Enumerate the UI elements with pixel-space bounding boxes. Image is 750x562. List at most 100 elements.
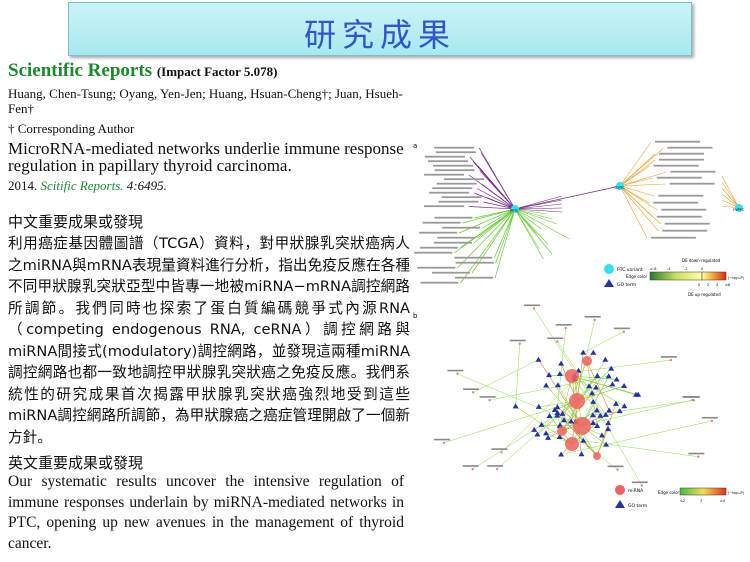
edge-a — [454, 208, 516, 254]
go-term-node — [613, 376, 620, 382]
edge-a — [458, 208, 516, 234]
edge-a — [619, 177, 653, 187]
edge-a — [619, 185, 661, 225]
term-label-bar — [659, 152, 705, 155]
mirna-node — [697, 455, 700, 458]
mirna-label-bar — [479, 396, 496, 398]
edge-a — [514, 208, 570, 240]
mirna-label-bar — [487, 465, 504, 467]
term-label-bar — [438, 200, 479, 203]
term-label-bar — [431, 271, 470, 274]
edge-a — [481, 183, 516, 210]
legend-mirna: miRNA — [628, 488, 644, 494]
edge-b — [443, 385, 625, 444]
term-label-bar — [417, 266, 456, 269]
edge-b — [472, 424, 542, 470]
legend-down-title: DE down-regulated — [682, 258, 721, 263]
edge-a — [619, 185, 648, 239]
mirna-hub — [557, 426, 567, 436]
go-term-node — [594, 423, 601, 429]
legend-b-gradient — [679, 487, 727, 496]
edge-a — [721, 175, 740, 209]
legend-b-go-term: GO term — [628, 503, 647, 509]
term-label-bar — [434, 146, 475, 149]
go-term-node — [613, 400, 620, 406]
legend-tick-top: 0 — [701, 267, 703, 271]
mirna-label-bar — [660, 356, 677, 358]
legend-tick-bottom: 2 — [707, 283, 709, 287]
mirna-node — [692, 399, 696, 402]
go-term-node — [551, 406, 558, 412]
go-term-node — [616, 408, 623, 414]
go-term-node — [554, 409, 561, 415]
legend-tick-bottom: 0 — [698, 283, 700, 287]
citation-journal: Scitific Reports. — [40, 178, 124, 193]
term-label-bar — [424, 155, 465, 158]
edge-a — [514, 208, 547, 215]
mirna-node — [622, 330, 626, 333]
edge-a — [473, 208, 516, 244]
edge-b — [561, 420, 712, 455]
edge-a — [514, 208, 553, 255]
edge-b — [545, 385, 583, 427]
term-label-bar — [443, 178, 484, 181]
edge-a — [494, 208, 516, 279]
mirna-hub — [593, 452, 601, 460]
edge-b — [501, 378, 575, 453]
panel-a-label: a — [413, 142, 417, 150]
term-label-bar — [655, 140, 701, 143]
edge-b — [571, 375, 637, 396]
mirna-node — [556, 340, 559, 343]
edge-b — [457, 373, 572, 422]
term-label-bar — [436, 182, 477, 185]
term-label-bar — [659, 158, 705, 161]
edge-b — [583, 440, 699, 457]
edge-a — [721, 181, 740, 209]
edge-b — [592, 400, 694, 416]
zh-heading: 中文重要成果或發現 — [8, 213, 144, 231]
go-term-node — [546, 372, 553, 378]
go-term-node — [578, 451, 585, 457]
mirna-node — [710, 419, 714, 423]
panel-a-term-labels — [414, 140, 716, 284]
mirna-node — [564, 326, 567, 330]
go-term-node — [534, 431, 541, 437]
mirna-node — [640, 484, 644, 487]
term-label-bar — [667, 146, 713, 149]
network-figure: a PPTC TCPTC FVPTC PTC variant GO term D… — [413, 140, 745, 509]
legend-tick-bottom: ≥8 — [725, 283, 730, 287]
edge-b — [561, 359, 606, 432]
legend-edge-color: Edge color — [626, 274, 648, 279]
go-term-node — [561, 417, 568, 423]
term-label-bar — [455, 261, 494, 264]
edge-a — [514, 203, 563, 210]
go-term-node — [554, 382, 561, 388]
panel-b-mirna-nodes — [442, 307, 714, 487]
term-label-bar — [653, 164, 699, 167]
edge-b — [533, 308, 609, 424]
term-label-bar — [433, 164, 474, 167]
edge-a — [495, 208, 516, 264]
edge-b — [586, 360, 610, 411]
term-label-bar — [454, 256, 493, 259]
term-label-bar — [650, 236, 696, 239]
edge-a — [721, 187, 740, 209]
edge-a — [462, 208, 516, 224]
go-term-node — [554, 412, 561, 418]
legend-b-tick: ≤2 — [680, 499, 685, 503]
go-term-node — [603, 441, 610, 447]
edge-b — [497, 415, 558, 470]
edge-b — [557, 341, 606, 415]
term-label-bar — [419, 231, 458, 234]
go-term-node — [606, 407, 613, 413]
mirna-label-bar — [613, 327, 630, 330]
go-term-node — [554, 404, 561, 410]
term-label-bar — [434, 216, 473, 219]
go-term-node — [621, 403, 628, 409]
journal-name: Scientific Reports — [8, 60, 153, 81]
mirna-label-bar — [631, 481, 648, 484]
edge-a — [514, 208, 553, 220]
term-label-bar — [436, 151, 477, 154]
term-label-bar — [656, 215, 702, 218]
citation-volume: 4:6495. — [126, 178, 167, 193]
